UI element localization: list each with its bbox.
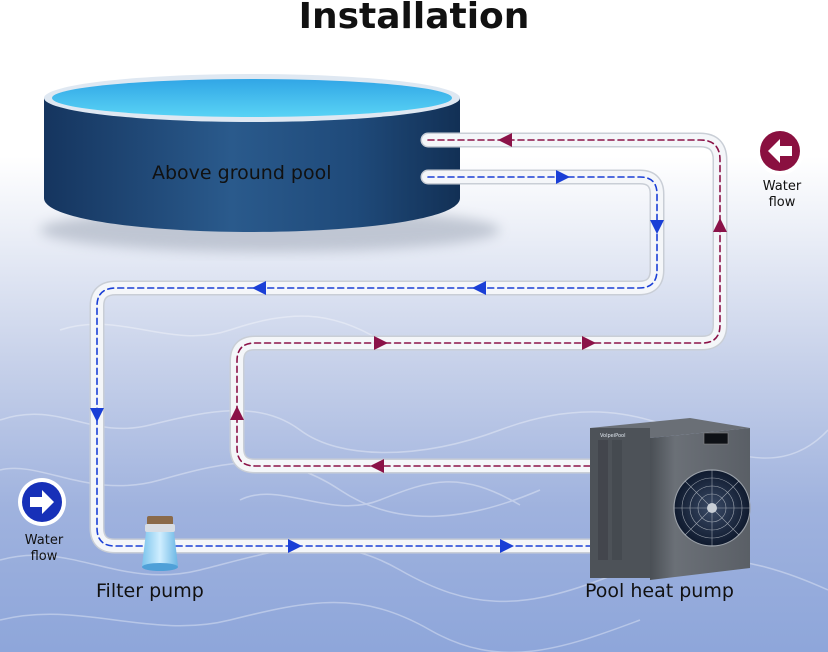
hot-flow-line: [236, 139, 721, 467]
hot-arrow-up-left: [230, 406, 244, 420]
hot-arrow-left-bottom: [370, 459, 384, 473]
pool-label: Above ground pool: [152, 162, 332, 184]
cold-flow-arrows: [90, 170, 664, 553]
cold-arrow-right-top: [556, 170, 570, 184]
pipes: [89, 132, 728, 554]
cold-arrow-down-right: [650, 220, 664, 234]
water-flow-right-label: Water flow: [20, 533, 68, 565]
filter-pump-label: Filter pump: [96, 580, 204, 602]
water-flow-left-line-2: flow: [768, 195, 796, 210]
cold-flow-line: [96, 176, 658, 547]
hot-arrow-right-mid-2: [582, 336, 596, 350]
cold-arrow-down-left: [90, 408, 104, 422]
heat-pump-brand: VolpeiPool: [600, 433, 626, 439]
cold-arrow-left-mid-2: [252, 281, 266, 295]
hot-arrow-left-top: [498, 133, 512, 147]
water-flow-left-label: Water flow: [752, 179, 812, 211]
above-ground-pool: [44, 74, 460, 232]
pool-heat-pump: [590, 418, 751, 580]
hot-arrow-up-right: [713, 218, 727, 232]
heat-pump-label: Pool heat pump: [585, 580, 734, 602]
filter-pump: [142, 516, 178, 571]
hot-flow-arrows: [230, 133, 727, 473]
heat-pump-display: [703, 432, 729, 445]
hot-arrow-right-mid-1: [374, 336, 388, 350]
cold-arrow-right-bottom-1: [288, 539, 302, 553]
water-flow-right-icon: [18, 478, 66, 526]
water-flow-left-line-1: Water: [762, 179, 802, 194]
water-flow-right-line-1: Water: [24, 533, 64, 548]
page-title: Installation: [298, 0, 530, 37]
water-flow-left-icon: [756, 127, 804, 175]
cold-arrow-right-bottom-2: [500, 539, 514, 553]
water-flow-right-line-2: flow: [30, 549, 58, 564]
cold-arrow-left-mid-1: [472, 281, 486, 295]
